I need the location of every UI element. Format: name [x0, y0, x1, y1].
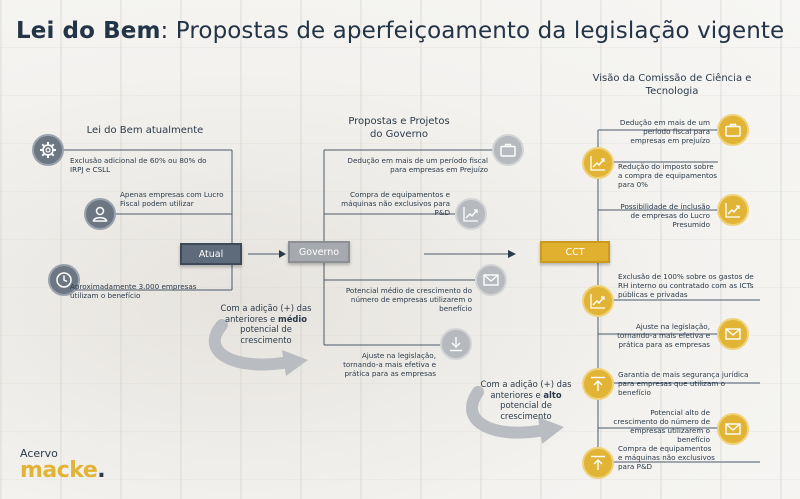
note-medio: Com a adição (+) das anteriores e médio …: [220, 303, 312, 345]
note-alto: Com a adição (+) das anteriores e alto p…: [480, 379, 572, 421]
mail-icon: [475, 264, 507, 296]
governo-item-3: Potencial médio de crescimento do número…: [345, 286, 472, 313]
cct-item-3: Possibilidade de inclusão de empresas do…: [620, 202, 710, 229]
briefcase-icon: [492, 134, 524, 166]
cct-item-2: Redução do imposto sobre a compra de equ…: [618, 162, 717, 189]
chart-icon: [717, 194, 749, 226]
gear-icon: [32, 134, 64, 166]
upload-icon: [582, 447, 614, 479]
atual-item-3: Aproximadamente 3.000 empresas utilizam …: [70, 282, 197, 300]
cct-item-6: Garantia de mais segurança jurídica para…: [618, 370, 749, 397]
header-governo: Propostas e Projetos do Governo: [348, 116, 450, 140]
governo-item-4: Ajuste na legislação, tornando-a mais ef…: [343, 351, 436, 378]
chart-icon: [582, 147, 614, 179]
briefcase-icon: [717, 114, 749, 146]
chart-icon: [582, 285, 614, 317]
logo-line2: macke.: [20, 458, 106, 483]
logo-line1: Acervo: [20, 447, 58, 460]
header-atual: Lei do Bem atualmente: [86, 125, 204, 136]
user-icon: [84, 198, 116, 230]
cct-item-1: Dedução em mais de um período fiscal par…: [619, 118, 710, 145]
governo-item-2: Compra de equipamentos e máquinas não ex…: [341, 190, 450, 217]
clock-icon: [48, 264, 80, 296]
page-title: Lei do Bem: Propostas de aperfeiçoamento…: [16, 18, 785, 44]
cct-item-5: Ajuste na legislação, tornando-a mais ef…: [617, 322, 710, 349]
chart-icon: [455, 198, 487, 230]
cct-item-7: Potencial alto de crescimento do número …: [613, 408, 710, 444]
cct-item-8: Compra de equipamentos e máquinas não ex…: [618, 444, 715, 471]
header-cct: Visão da Comissão de Ciência e Tecnologi…: [592, 73, 752, 97]
mail-icon: [717, 413, 749, 445]
governo-item-1: Dedução em mais de um período fiscal par…: [347, 156, 488, 174]
box-atual: Atual: [180, 243, 242, 265]
upload-icon: [582, 368, 614, 400]
atual-item-2: Apenas empresas com Lucro Fiscal podem u…: [120, 190, 224, 208]
mail-icon: [717, 318, 749, 350]
box-governo: Governo: [288, 241, 350, 263]
download-icon: [440, 328, 472, 360]
atual-item-1: Exclusão adicional de 60% ou 80% do IRPJ…: [70, 156, 207, 174]
cct-item-4: Exclusão de 100% sobre os gastos de RH i…: [618, 272, 754, 299]
box-cct: CCT: [540, 241, 610, 263]
